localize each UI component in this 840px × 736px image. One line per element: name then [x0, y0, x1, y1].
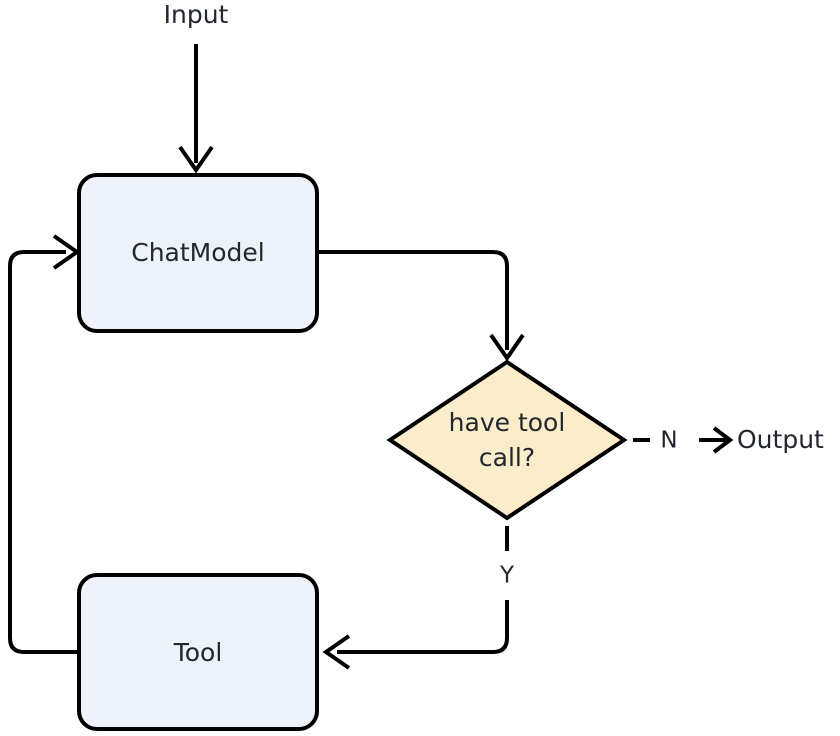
edge-label-no: N	[660, 428, 677, 454]
node-tool-shape	[77, 573, 319, 731]
node-label-tool: Tool	[173, 638, 223, 667]
edge-yes-line-lower	[337, 600, 509, 654]
edge-tool-to-chatmodel	[8, 234, 81, 654]
node-decision-shape	[386, 359, 628, 521]
edge-decision-no: N	[633, 426, 734, 454]
node-decision-have-tool-call[interactable]: have tool call?	[386, 359, 628, 521]
node-tool[interactable]: Tool	[77, 573, 319, 731]
node-chatmodel[interactable]: ChatModel	[77, 173, 319, 333]
edge-chatmodel-decision-arrowhead	[489, 333, 525, 362]
node-label-input: Input	[164, 0, 229, 29]
node-label-chatmodel: ChatModel	[131, 238, 264, 267]
node-chatmodel-shape	[77, 173, 319, 333]
edge-loop-line	[8, 250, 77, 654]
node-label-output: Output	[737, 425, 824, 454]
edge-chatmodel-decision-line	[319, 250, 509, 350]
node-label-decision-line2: call?	[479, 443, 535, 472]
edge-input-to-chatmodel	[178, 44, 214, 174]
edge-yes-arrowhead	[322, 634, 351, 670]
edge-input-arrowhead	[178, 145, 214, 174]
edge-label-yes: Y	[499, 563, 515, 589]
edge-chatmodel-to-decision	[319, 250, 525, 362]
node-label-decision-line1: have tool	[449, 408, 566, 437]
edge-decision-yes: Y	[322, 526, 515, 670]
edge-no-arrowhead	[712, 426, 734, 454]
